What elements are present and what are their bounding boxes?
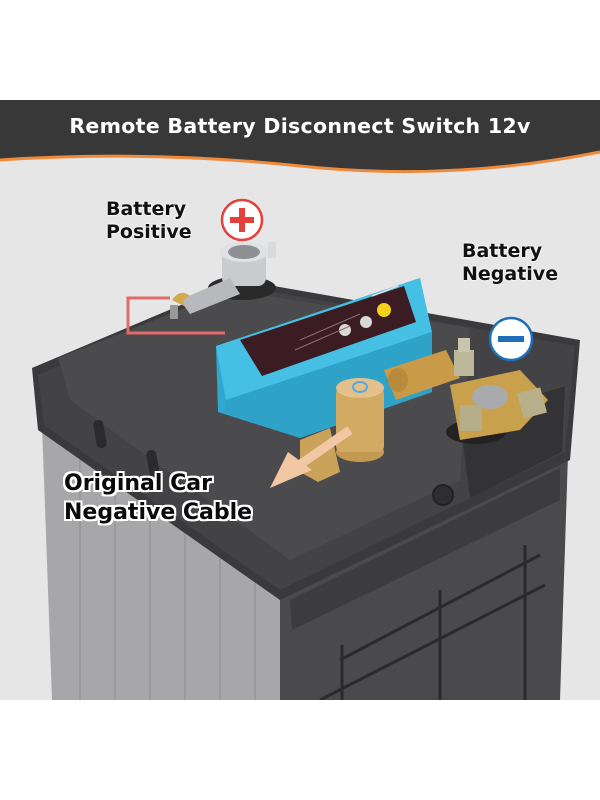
page-title: Remote Battery Disconnect Switch 12v [69, 114, 531, 138]
positive-terminal [170, 242, 276, 319]
battery-front-face [280, 455, 568, 700]
negative-terminal [446, 338, 548, 444]
cable-arrow [270, 426, 353, 488]
product-image: Remote Battery Disconnect Switch 12v Bat… [0, 100, 600, 700]
original-cable-line1: Original Car [64, 471, 212, 496]
original-cable-label: Original Car Negative Cable [64, 470, 252, 527]
battery-side-face [42, 425, 280, 700]
battery-negative-line1: Battery [462, 240, 543, 262]
battery-negative-label: Battery Negative [462, 240, 558, 286]
original-cable-line2: Negative Cable [64, 499, 253, 525]
battery-scene [32, 242, 580, 700]
bottom-margin [0, 700, 600, 800]
minus-icon [488, 316, 534, 362]
battery-positive-label: Battery Positive [106, 198, 192, 244]
battery-positive-line2: Positive [106, 220, 192, 243]
plus-icon [220, 198, 264, 242]
top-margin [0, 0, 600, 100]
red-wire [126, 296, 225, 335]
header-band [0, 100, 600, 174]
battery-negative-line2: Negative [462, 262, 559, 285]
battery-positive-line1: Battery [106, 198, 187, 220]
